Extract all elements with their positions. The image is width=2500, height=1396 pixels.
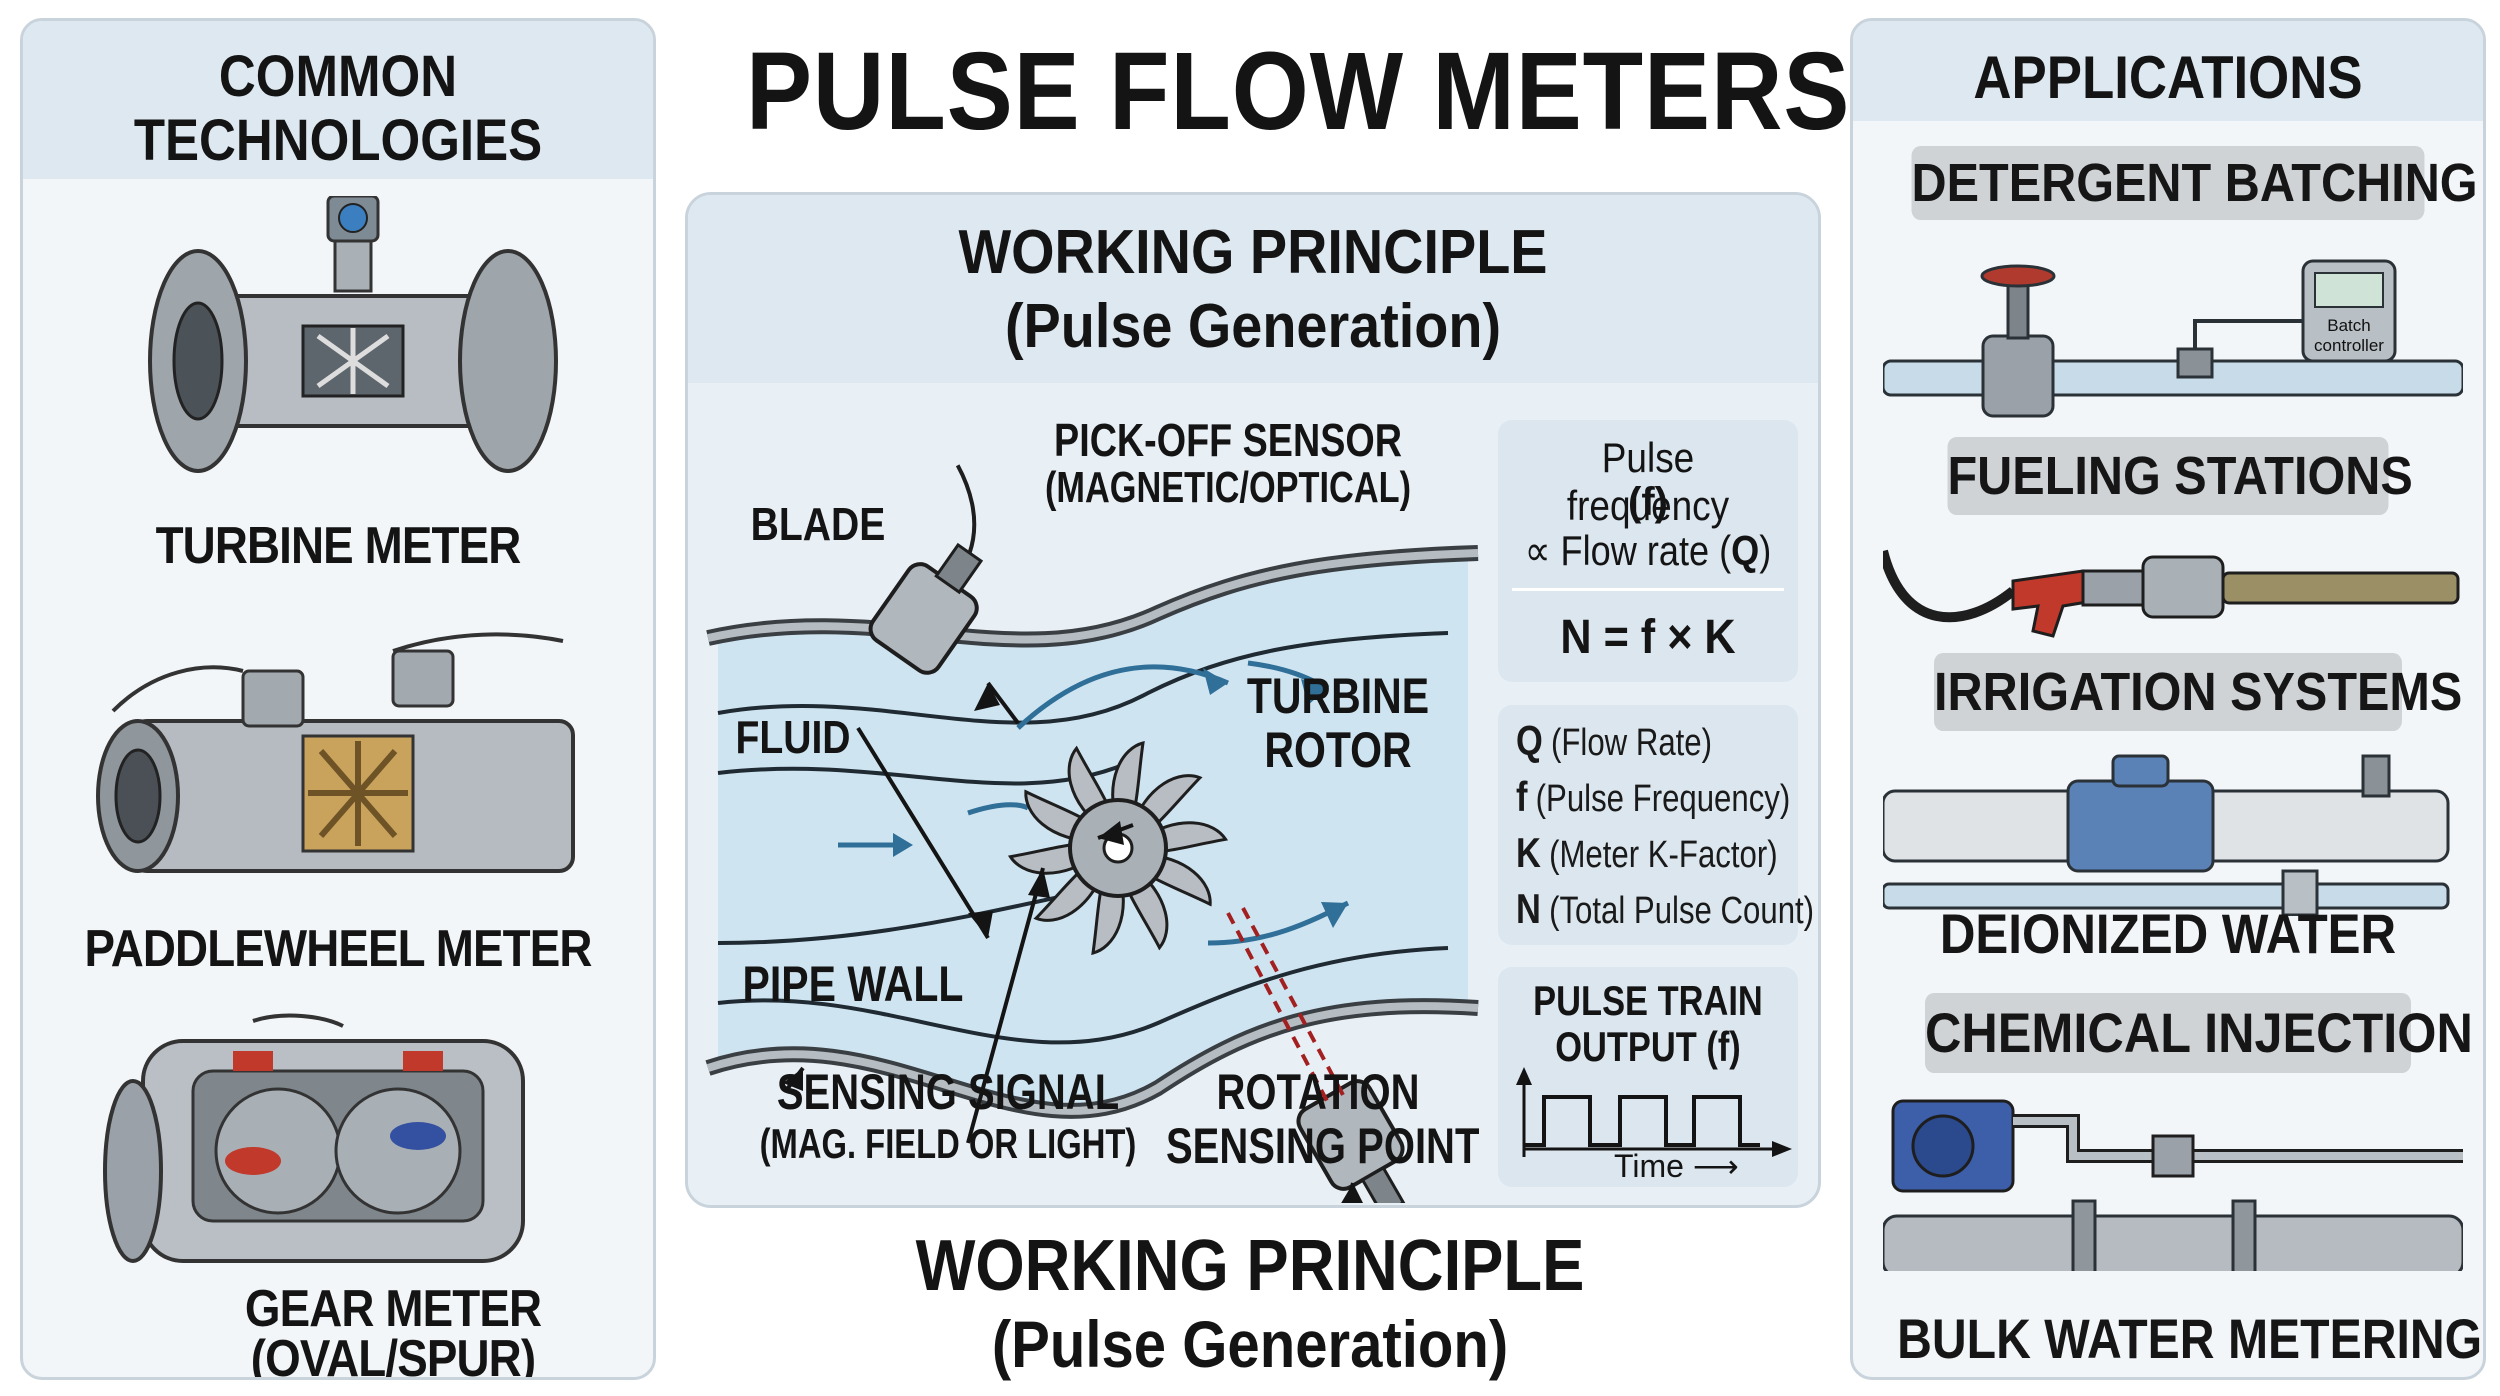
pickoff-sensor-label-line2: (MAGNETIC/OPTICAL)	[1044, 463, 1412, 512]
variable-n: N(Total Pulse Count)	[1516, 885, 1815, 932]
fueling-stations-illustration	[1883, 549, 2460, 638]
page-title: PULSE FLOW METERS	[746, 30, 1851, 153]
rotation-sensor	[1296, 1079, 1406, 1203]
turbine-rotor-label-line2: ROTOR	[1264, 722, 1412, 778]
formula-divider	[1512, 588, 1784, 591]
turbine-meter-label: TURBINE METER	[155, 517, 522, 575]
working-principle-panel: WORKING PRINCIPLE (Pulse Generation)	[685, 192, 1821, 1208]
pulse-train-time-label: Time ⟶	[1614, 1148, 1739, 1184]
chemical-injection-illustration	[1883, 1099, 2463, 1271]
working-principle-heading-line1: WORKING PRINCIPLE	[958, 218, 1548, 287]
irrigation-systems-illustration	[1883, 754, 2450, 916]
bulk-water-metering-label: BULK WATER METERING	[1897, 1307, 2483, 1370]
turbine-rotor	[1007, 741, 1229, 955]
pipe-wall-label: PIPE WALL	[742, 956, 964, 1012]
detergent-batching-illustration: Batch controller	[1883, 259, 2463, 418]
pulse-train-box: PULSE TRAIN OUTPUT (f) Time ⟶	[1498, 967, 1798, 1187]
working-principle-heading-line2: (Pulse Generation)	[1004, 292, 1502, 361]
applications-heading: APPLICATIONS	[1973, 44, 2363, 111]
batch-controller-label-line1: Batch	[2327, 316, 2370, 335]
variables-box: Q(Flow Rate) f(Pulse Frequency) K(Meter …	[1498, 705, 1814, 945]
paddlewheel-meter-illustration	[96, 632, 575, 873]
technologies-panel-header	[23, 21, 653, 179]
turbine-principle-diagram	[705, 464, 1479, 1203]
rotation-sensing-label-line2: SENSING POINT	[1166, 1118, 1480, 1174]
batch-controller-label-line2: controller	[2314, 336, 2384, 355]
formula-line2: (f)	[1628, 480, 1668, 524]
pickoff-sensor-label-line1: PICK-OFF SENSOR	[1054, 414, 1402, 466]
paddlewheel-meter-label: PADDLEWHEEL METER	[84, 920, 592, 978]
sensing-signal-label-line2: (MAG. FIELD OR LIGHT)	[759, 1120, 1137, 1167]
turbine-rotor-label-line1: TURBINE	[1246, 668, 1430, 724]
deionized-water-label: DEIONIZED WATER	[1939, 902, 2397, 965]
rotation-sensing-label-line1: ROTATION	[1216, 1064, 1420, 1120]
sensing-signal-label-line1: SENSING SIGNAL	[776, 1064, 1120, 1120]
formula-box: Pulse frequency (f) ∝ Flow rate (Q) N = …	[1498, 420, 1798, 682]
detergent-batching-chip: DETERGENT BATCHING	[1911, 146, 2478, 220]
irrigation-systems-chip: IRRIGATION SYSTEMS	[1934, 653, 2462, 731]
applications-panel-header	[1853, 21, 2483, 121]
working-principle-footer-line2: (Pulse Generation)	[991, 1307, 1509, 1381]
variable-f: f(Pulse Frequency)	[1516, 773, 1791, 820]
pulse-train-title-line2: OUTPUT (f)	[1555, 1023, 1741, 1070]
working-principle-header	[688, 195, 1818, 383]
pulse-train-title-line1: PULSE TRAIN	[1533, 977, 1763, 1024]
turbine-meter-illustration	[148, 196, 558, 473]
fluid-label: FLUID	[735, 711, 851, 763]
working-principle-footer-line1: WORKING PRINCIPLE	[915, 1226, 1585, 1306]
pickoff-sensor	[868, 464, 984, 675]
gear-meter-label: GEAR METER	[244, 1280, 542, 1338]
technologies-heading-line2: TECHNOLOGIES	[133, 108, 543, 173]
equation: N = f × K	[1560, 611, 1736, 664]
variable-q: Q(Flow Rate)	[1516, 717, 1713, 764]
gear-meter-illustration	[103, 1013, 525, 1263]
applications-panel: APPLICATIONS DETERGENT BATCHING Batch co…	[1850, 18, 2486, 1380]
chemical-injection-chip: CHEMICAL INJECTION	[1925, 993, 2473, 1073]
gear-meter-sublabel: (OVAL/SPUR)	[250, 1330, 536, 1380]
formula-line1: Pulse frequency	[1566, 434, 1730, 529]
variable-k: K(Meter K-Factor)	[1516, 829, 1778, 876]
blade-label: BLADE	[750, 498, 886, 550]
pulse-train-graph	[1516, 1067, 1792, 1157]
technologies-heading-line1: COMMON	[218, 44, 458, 109]
formula-line3: ∝ Flow rate (Q)	[1524, 527, 1772, 574]
technologies-panel: COMMON TECHNOLOGIES TURBINE METER PADDLE…	[20, 18, 656, 1380]
fueling-stations-chip: FUELING STATIONS	[1947, 437, 2413, 515]
